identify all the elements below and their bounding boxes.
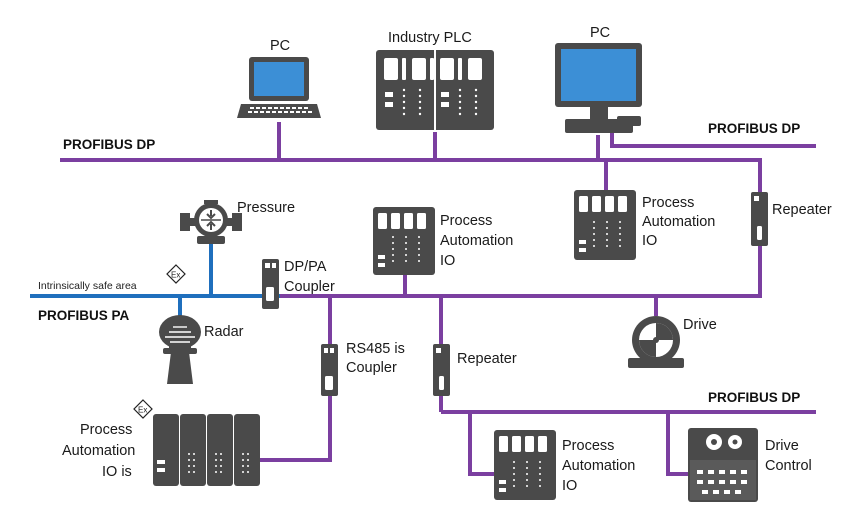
process-io-center-label-1: Process: [440, 213, 492, 229]
rs485-coupler-label-1: RS485 is: [346, 341, 405, 357]
rs485-coupler-label-2: Coupler: [346, 360, 397, 376]
ex-icon: Ex: [133, 399, 153, 419]
process-io-bottom-label-1: Process: [562, 438, 614, 454]
drive-label: Drive: [683, 317, 717, 333]
laptop-pc-label: PC: [270, 38, 290, 54]
process-io-top-right-label-3: IO: [642, 233, 657, 249]
rs485-coupler-icon: [321, 344, 338, 396]
svg-text:Ex: Ex: [171, 271, 180, 280]
process-io-center-label-3: IO: [440, 253, 455, 269]
repeater-center-label: Repeater: [457, 351, 517, 367]
repeater-icon: [433, 344, 450, 396]
pressure-sensor-icon: [180, 200, 242, 244]
dp-pa-coupler-icon: [262, 259, 279, 309]
industry-plc-icon: [376, 50, 494, 130]
bus-lines: [30, 122, 816, 476]
desktop-pc-icon: [555, 43, 642, 133]
dp-pa-coupler-label-1: DP/PA: [284, 259, 327, 275]
process-io-is-icon: [153, 414, 260, 486]
industry-plc-label: Industry PLC: [388, 30, 472, 46]
ex-icon: Ex: [166, 264, 186, 284]
process-io-top-right-label-1: Process: [642, 195, 694, 211]
process-io-left-label-3: IO is: [102, 464, 132, 480]
dp-pa-coupler-label-2: Coupler: [284, 279, 335, 295]
process-io-left-label-1: Process: [80, 422, 132, 438]
drive-control-icon: [688, 428, 758, 502]
repeater-right-label: Repeater: [772, 202, 832, 218]
profibus-pa-label: PROFIBUS PA: [38, 308, 130, 323]
radar-label: Radar: [204, 324, 244, 340]
radar-sensor-icon: [159, 315, 201, 384]
profibus-dp-right-label: PROFIBUS DP: [708, 121, 800, 136]
laptop-pc-icon: [237, 57, 321, 118]
process-io-icon: [494, 430, 556, 500]
process-io-top-right-label-2: Automation: [642, 214, 715, 230]
process-io-left-label-2: Automation: [62, 443, 135, 459]
process-io-icon: [574, 190, 636, 260]
process-io-bottom-label-2: Automation: [562, 458, 635, 474]
intrinsically-safe-label: Intrinsically safe area: [38, 280, 137, 292]
desktop-pc-label: PC: [590, 25, 610, 41]
svg-text:Ex: Ex: [138, 406, 147, 415]
repeater-icon: [751, 192, 768, 246]
profibus-dp-bottom-label: PROFIBUS DP: [708, 390, 800, 405]
process-io-icon: [373, 207, 435, 275]
process-io-bottom-label-3: IO: [562, 478, 577, 494]
drive-motor-icon: [628, 316, 684, 368]
pressure-label: Pressure: [237, 200, 295, 216]
drive-control-label-1: Drive: [765, 438, 799, 454]
drive-control-label-2: Control: [765, 458, 812, 474]
profibus-dp-left-label: PROFIBUS DP: [63, 137, 155, 152]
process-io-center-label-2: Automation: [440, 233, 513, 249]
